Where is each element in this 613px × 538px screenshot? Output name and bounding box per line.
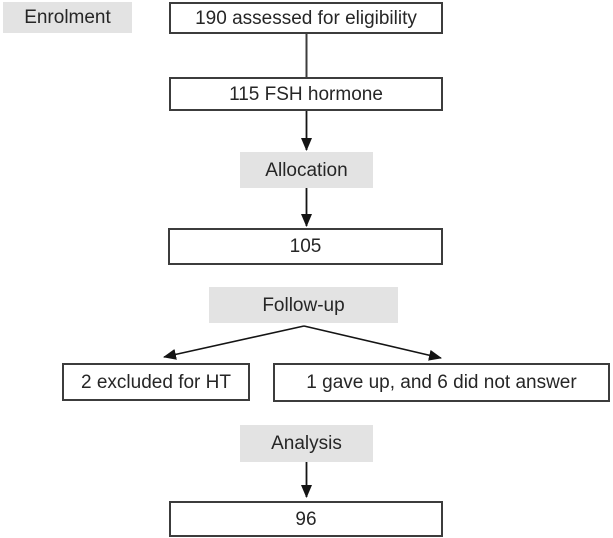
box-lost-to-followup: 1 gave up, and 6 did not answer — [273, 363, 610, 402]
phase-label-followup: Follow-up — [209, 287, 398, 323]
box-allocated-count: 105 — [168, 228, 443, 265]
phase-label-enrolment: Enrolment — [3, 2, 132, 33]
box-excluded-for-ht: 2 excluded for HT — [62, 363, 250, 401]
arrow-followup-to-lost — [303, 325, 442, 361]
arrow-followup-to-excluded — [163, 325, 305, 360]
box-assessed-for-eligibility: 190 assessed for eligibility — [169, 2, 443, 34]
phase-label-analysis: Analysis — [240, 425, 373, 462]
phase-label-allocation: Allocation — [240, 152, 373, 188]
box-fsh-hormone: 115 FSH hormone — [169, 77, 443, 111]
box-analysed-count: 96 — [169, 501, 443, 537]
